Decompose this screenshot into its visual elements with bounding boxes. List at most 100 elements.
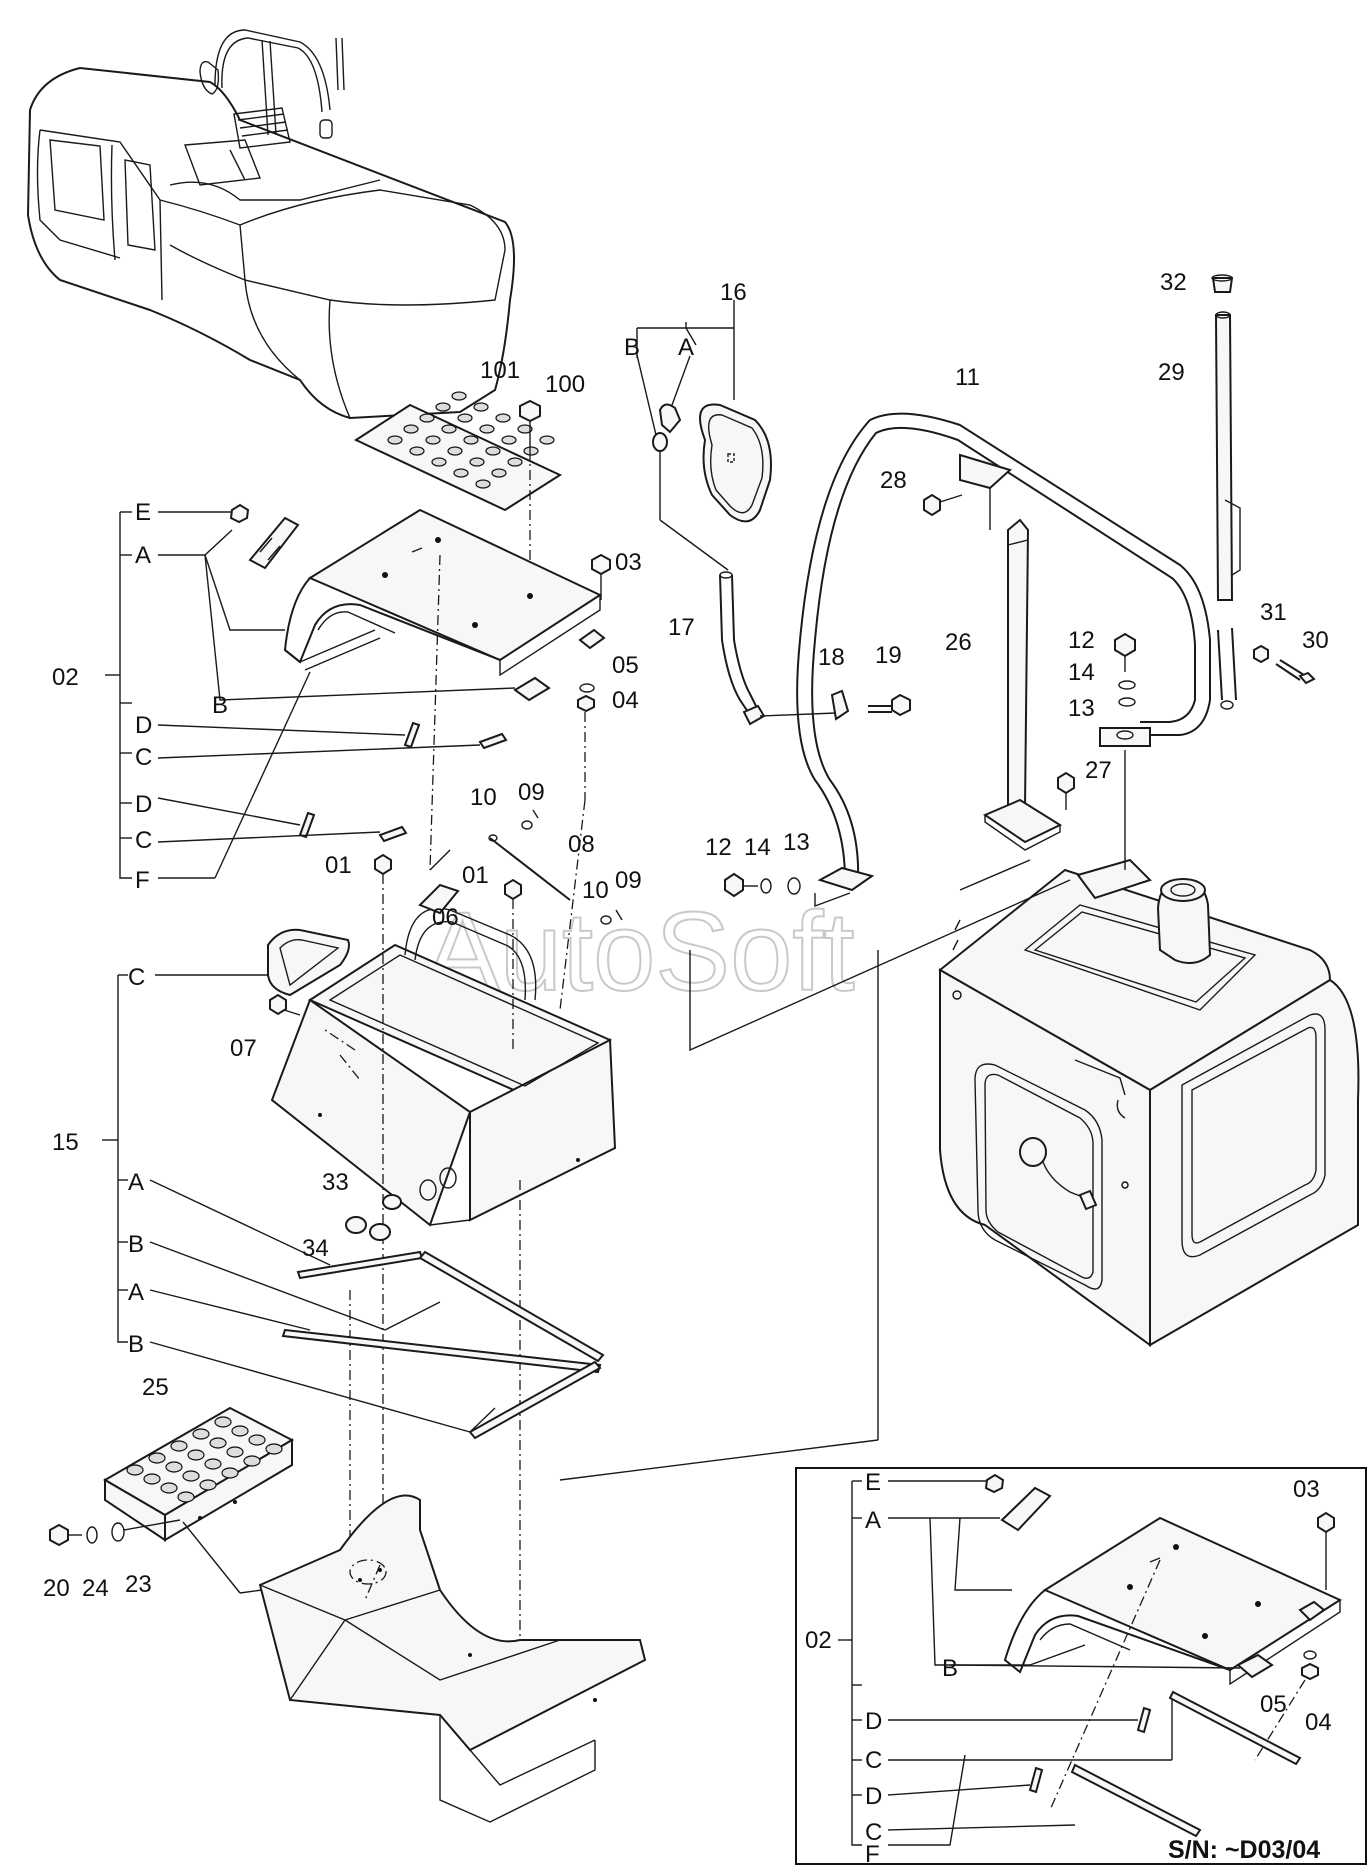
handrail-11 [796, 412, 1237, 892]
inset-label-02: 02 [805, 1627, 832, 1654]
group02-B: B [212, 692, 228, 719]
perforation-hole [192, 1428, 210, 1440]
bolt-03-stack [559, 553, 611, 1011]
label-03: 03 [615, 549, 642, 576]
bolt-12-stack-right [1114, 632, 1136, 707]
label-11: 11 [955, 364, 980, 391]
inset-group02-B: B [942, 1655, 958, 1682]
perforation-hole [453, 468, 469, 478]
perforation-hole [441, 424, 457, 434]
perforation-hole [160, 1482, 178, 1494]
group-15-bracket [102, 974, 496, 1433]
perforation-hole [187, 1449, 205, 1461]
label-15: 15 [52, 1129, 79, 1156]
label-27: 27 [1085, 757, 1112, 784]
perforation-hole [435, 402, 451, 412]
callout-labels: 101 100 03 05 04 02 E A B D C D C F 10 0… [43, 269, 1332, 1868]
group02-C2: C [135, 827, 152, 854]
label-18: 18 [818, 644, 845, 671]
label-07: 07 [230, 1035, 257, 1062]
group16-A: A [678, 334, 694, 361]
inset-group02-D2: D [865, 1783, 882, 1810]
perforation-hole [403, 424, 419, 434]
label-31: 31 [1260, 599, 1287, 626]
group02-A: A [135, 542, 151, 569]
label-28: 28 [880, 467, 907, 494]
group02-D2: D [135, 791, 152, 818]
label-01a: 01 [325, 852, 352, 879]
label-25: 25 [142, 1374, 169, 1401]
perforation-hole [479, 424, 495, 434]
label-17: 17 [668, 614, 695, 641]
perforation-hole [469, 457, 485, 467]
label-32: 32 [1160, 269, 1187, 296]
perforation-hole [523, 446, 539, 456]
perforation-hole [409, 446, 425, 456]
bolt-12-stack-lower [724, 872, 801, 898]
label-02: 02 [52, 664, 79, 691]
perforation-hole [248, 1434, 266, 1446]
label-10a: 10 [470, 784, 497, 811]
label-101: 101 [480, 357, 520, 384]
inset-label-04: 04 [1305, 1709, 1332, 1736]
serial-note: S/N: ~D03/04 [1168, 1836, 1320, 1864]
label-23: 23 [125, 1571, 152, 1598]
mirror-stay-17 [719, 571, 911, 726]
mirror-16 [636, 300, 772, 571]
perforation-hole [165, 1461, 183, 1473]
leader-lines [429, 750, 1126, 1481]
fuel-tank [938, 858, 1360, 1347]
label-06: 06 [432, 904, 459, 931]
group15-A2: A [128, 1279, 144, 1306]
perforation-hole [221, 1467, 239, 1479]
label-24: 24 [82, 1575, 109, 1602]
label-100: 100 [545, 371, 585, 398]
label-01b: 01 [462, 862, 489, 889]
label-16: 16 [720, 279, 747, 306]
label-30: 30 [1302, 627, 1329, 654]
inset-box [795, 1467, 1367, 1865]
perforation-hole [491, 468, 507, 478]
perforation-hole [539, 435, 555, 445]
perforation-hole [204, 1458, 222, 1470]
inset-label-05: 05 [1260, 1691, 1287, 1718]
label-10b: 10 [582, 877, 609, 904]
label-13b: 13 [1068, 695, 1095, 722]
inset-group02-F: F [865, 1841, 880, 1868]
group02-F: F [135, 867, 150, 894]
perforation-hole [419, 413, 435, 423]
label-05: 05 [612, 652, 639, 679]
group15-C: C [128, 964, 145, 991]
inset-label-03: 03 [1293, 1476, 1320, 1503]
label-19: 19 [875, 642, 902, 669]
perforation-hole [209, 1437, 227, 1449]
label-14a: 14 [744, 834, 771, 861]
perforation-hole [463, 435, 479, 445]
step-25 [49, 1406, 295, 1594]
label-09b: 09 [615, 867, 642, 894]
perforation-hole [473, 402, 489, 412]
perforation-hole [425, 435, 441, 445]
perforation-hole [495, 413, 511, 423]
label-12a: 12 [705, 834, 732, 861]
label-08: 08 [568, 831, 595, 858]
label-14b: 14 [1068, 659, 1095, 686]
perforation-hole [231, 1425, 249, 1437]
label-34: 34 [302, 1235, 329, 1262]
label-33: 33 [322, 1169, 349, 1196]
perforation-hole [507, 457, 523, 467]
group15-A1: A [128, 1169, 144, 1196]
inset-group02-D1: D [865, 1708, 882, 1735]
perforation-hole [501, 435, 517, 445]
perforation-hole [214, 1416, 232, 1428]
perforation-hole [457, 413, 473, 423]
perforation-hole [148, 1452, 166, 1464]
inset-group02-A: A [865, 1507, 881, 1534]
pole-29 [1211, 274, 1241, 601]
step-plate-101 [353, 391, 563, 512]
perforation-hole [199, 1479, 217, 1491]
label-09a: 09 [518, 779, 545, 806]
label-13a: 13 [783, 829, 810, 856]
label-20: 20 [43, 1575, 70, 1602]
toolbox-15 [267, 809, 623, 1650]
